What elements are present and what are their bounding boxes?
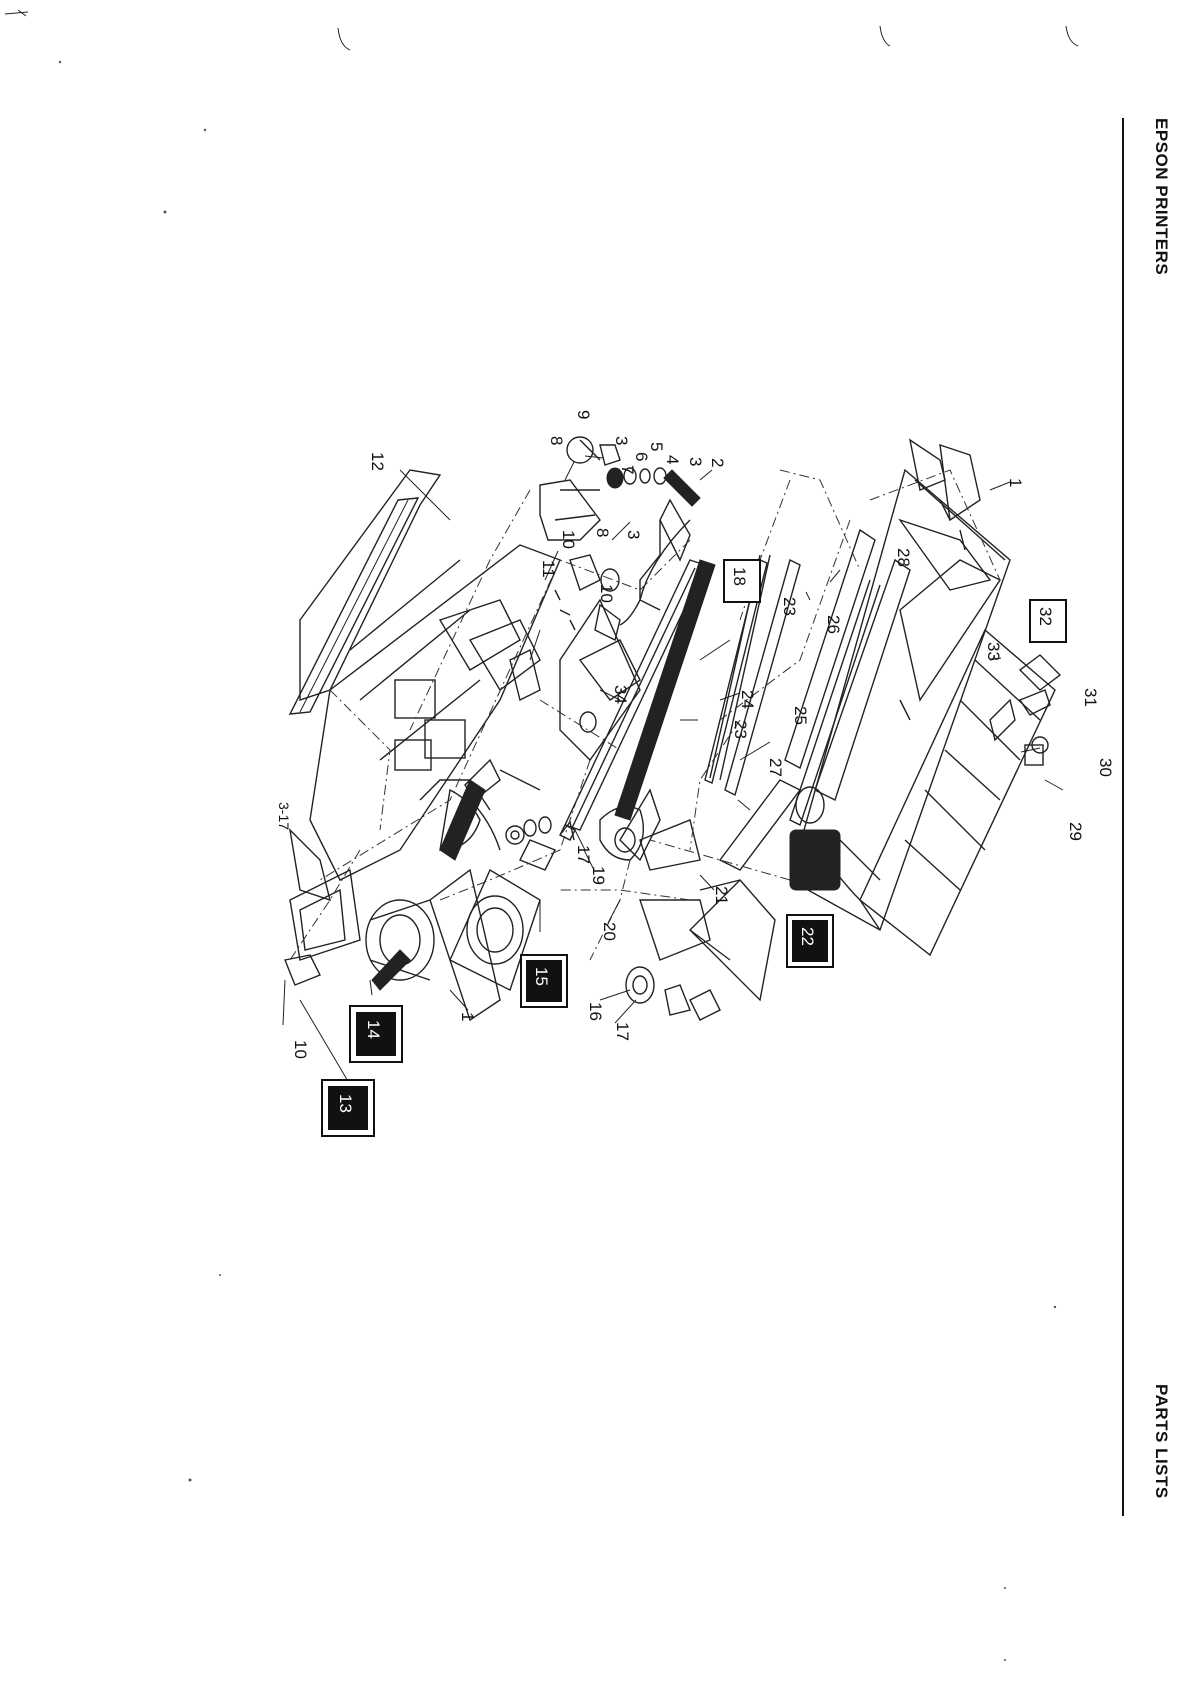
left-rail — [290, 498, 418, 714]
callout-33: 33 — [984, 642, 1003, 661]
boxed-callout-13: 13 — [322, 1080, 374, 1136]
svg-text:14: 14 — [364, 1020, 383, 1039]
gear-16 — [626, 967, 720, 1020]
callout-25: 25 — [791, 706, 810, 725]
rear-cover — [860, 630, 1060, 955]
callout-16: 16 — [586, 1002, 605, 1021]
callout-4: 4 — [663, 455, 682, 464]
callout-5: 5 — [647, 442, 666, 451]
callout-23a: 23 — [780, 597, 799, 616]
page-number: 3-17 — [276, 802, 292, 830]
callout-27: 27 — [766, 758, 785, 777]
callout-1b: 1 — [458, 1012, 477, 1021]
callout-34: 34 — [611, 685, 630, 704]
boxed-callout-18: 18 — [724, 560, 760, 602]
callout-1a: 1 — [1006, 478, 1025, 487]
boxed-callout-14: 14 — [350, 1006, 402, 1062]
callout-10c: 10 — [291, 1040, 310, 1059]
svg-text:32: 32 — [1036, 607, 1055, 626]
callout-23b: 23 — [731, 720, 750, 739]
callout-28: 28 — [894, 548, 913, 567]
callout-6: 6 — [632, 452, 651, 461]
callout-30: 30 — [1096, 758, 1115, 777]
callout-3c: 3 — [624, 530, 643, 539]
scan-artifacts — [5, 10, 1078, 1661]
callout-29: 29 — [1066, 822, 1085, 841]
callout-10b: 10 — [597, 584, 616, 603]
callout-8b: 8 — [593, 528, 612, 537]
svg-text:18: 18 — [730, 567, 749, 586]
svg-text:22: 22 — [798, 927, 817, 946]
callout-20: 20 — [600, 922, 619, 941]
callout-11: 11 — [539, 560, 558, 578]
callout-26: 26 — [824, 615, 843, 634]
callout-21: 21 — [712, 886, 731, 905]
svg-text:15: 15 — [532, 967, 551, 986]
callout-19: 19 — [589, 866, 608, 885]
callout-3b: 3 — [612, 436, 631, 445]
leader-lines — [283, 456, 1063, 1088]
callout-9: 9 — [574, 410, 593, 419]
callout-31: 31 — [1081, 688, 1100, 707]
callout-10a: 10 — [559, 530, 578, 549]
callout-3a: 3 — [686, 457, 705, 466]
callout-2: 2 — [708, 458, 727, 467]
callout-12: 12 — [368, 452, 387, 471]
callout-labels: 1 2 3 4 5 6 7 8 9 3 8 3 10 10 11 12 23 2… — [291, 410, 1115, 1059]
boxed-callout-15: 15 — [521, 955, 567, 1007]
callout-7: 7 — [618, 465, 637, 474]
callout-17a: 17 — [574, 845, 593, 864]
assembly-lines — [290, 470, 1000, 960]
svg-text:13: 13 — [336, 1094, 355, 1113]
boxed-callout-22: 22 — [787, 915, 833, 967]
callout-8a: 8 — [547, 436, 566, 445]
boxed-callout-32: 32 — [1030, 600, 1066, 642]
callout-17b: 17 — [613, 1022, 632, 1041]
callout-24: 24 — [738, 690, 757, 709]
